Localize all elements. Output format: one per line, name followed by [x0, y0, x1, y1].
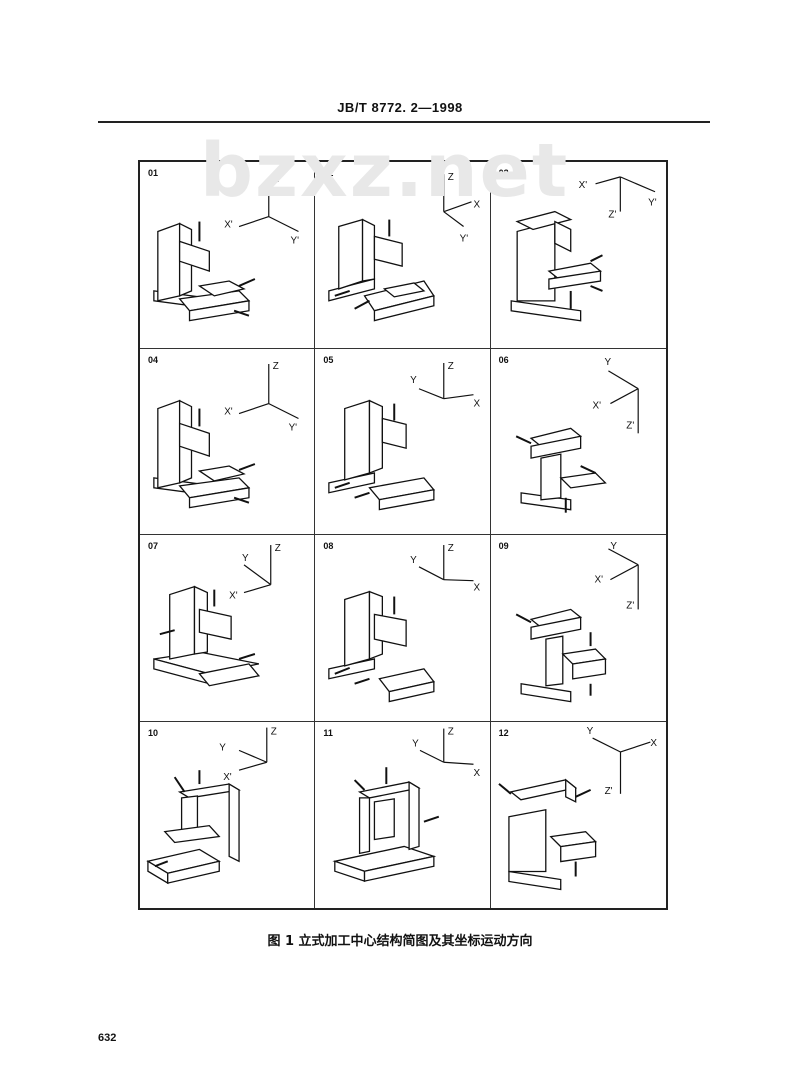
- axis-label: X': [578, 180, 587, 191]
- figure-cell-11: 11 Z Y X: [315, 721, 491, 908]
- machine-diagram: Z Y X': [146, 726, 277, 884]
- page-header: JB/T 8772. 2—1998: [337, 100, 463, 115]
- axis-label: Y: [410, 374, 417, 385]
- axis-label: Y': [460, 233, 469, 244]
- axis-label: X: [474, 398, 481, 409]
- axis-label: Z: [273, 360, 279, 371]
- machine-diagram: Y X' Z': [515, 356, 639, 513]
- axis-label: X: [650, 738, 657, 749]
- axis-label: Y': [291, 235, 300, 246]
- axis-label: X': [229, 591, 238, 602]
- figure-cell-08: 08 Z Y X: [315, 535, 491, 722]
- axis-label: X': [594, 575, 603, 586]
- figure-grid: 01 Z X' Y' 02: [138, 160, 668, 910]
- axis-label: Y: [412, 738, 419, 749]
- axis-label: Z': [626, 600, 634, 611]
- figure-cell-06: 06 Y X' Z': [490, 349, 666, 535]
- axis-label: Z: [448, 172, 454, 183]
- machine-diagram: Z X' Y': [153, 174, 300, 322]
- axis-label: X: [474, 200, 481, 211]
- axis-label: Z: [273, 174, 279, 185]
- axis-label: X': [224, 406, 233, 417]
- machine-diagram: Y X Z': [497, 726, 657, 890]
- axis-label: X: [474, 583, 481, 594]
- cell-number: 01: [148, 168, 159, 178]
- axis-label: Y: [242, 553, 249, 564]
- machine-diagram: Z Y X: [328, 360, 481, 510]
- axis-label: Y': [648, 198, 657, 209]
- axis-label: Y': [289, 422, 298, 433]
- cell-number: 07: [148, 541, 159, 551]
- axis-label: Z: [448, 360, 454, 371]
- figure-cell-04: 04 Z X' Y': [140, 348, 316, 535]
- figure-cell-09: 09 Y X' Z': [490, 535, 666, 722]
- header-rule: [98, 121, 710, 123]
- axis-label: Y: [610, 541, 617, 552]
- axis-label: Z': [604, 785, 612, 796]
- figure-cell-12: 12 Y X Z': [491, 722, 666, 909]
- machine-diagram: Z Y X': [153, 543, 281, 687]
- axis-label: Z': [626, 420, 634, 431]
- axis-label: Z: [448, 726, 454, 737]
- axis-label: X': [224, 220, 233, 231]
- cell-number: 03: [498, 168, 509, 178]
- axis-label: Y: [604, 356, 611, 367]
- machine-diagram: X' Z' Y': [510, 176, 657, 322]
- cell-number: 05: [323, 354, 334, 365]
- machine-diagram: Z Y X: [328, 543, 481, 703]
- machine-diagram: Z X Y': [328, 172, 481, 322]
- figure-cell-02: 02 Z X Y': [315, 162, 491, 349]
- axis-label: Y: [586, 726, 593, 737]
- axis-label: Z: [448, 543, 454, 554]
- cell-number: 12: [498, 727, 509, 738]
- cell-number: 04: [148, 354, 159, 365]
- axis-label: X': [592, 400, 601, 411]
- axis-label: Z': [608, 210, 616, 221]
- axis-label: Y: [219, 742, 226, 753]
- page-number: 632: [98, 1032, 117, 1044]
- cell-number: 10: [148, 727, 159, 738]
- figure-cell-01: 01 Z X' Y': [140, 162, 316, 349]
- figure-caption: 图 1 立式加工中心结构简图及其坐标运动方向: [267, 934, 533, 949]
- axis-label: Z: [275, 543, 281, 554]
- figure-cell-05: 05 Z Y X: [315, 348, 491, 535]
- machine-diagram: Z X' Y': [153, 360, 299, 508]
- figure-cell-10: 10 Z Y X': [140, 721, 316, 908]
- machine-diagram: Z Y X: [332, 726, 481, 882]
- axis-label: Z: [271, 726, 277, 737]
- axis-label: X': [223, 772, 232, 783]
- cell-number: 08: [323, 541, 334, 551]
- machine-diagram: Y X' Z': [515, 541, 639, 703]
- axis-label: Y: [410, 555, 417, 566]
- axis-label: X: [474, 768, 481, 779]
- cell-number: 06: [498, 354, 509, 365]
- cell-number: 09: [498, 541, 509, 551]
- cell-number: 02: [323, 168, 334, 178]
- cell-number: 11: [323, 727, 333, 738]
- figure-cell-03: 03 X' Z' Y': [490, 162, 666, 349]
- figure-cell-07: 07 Z Y X': [140, 535, 316, 722]
